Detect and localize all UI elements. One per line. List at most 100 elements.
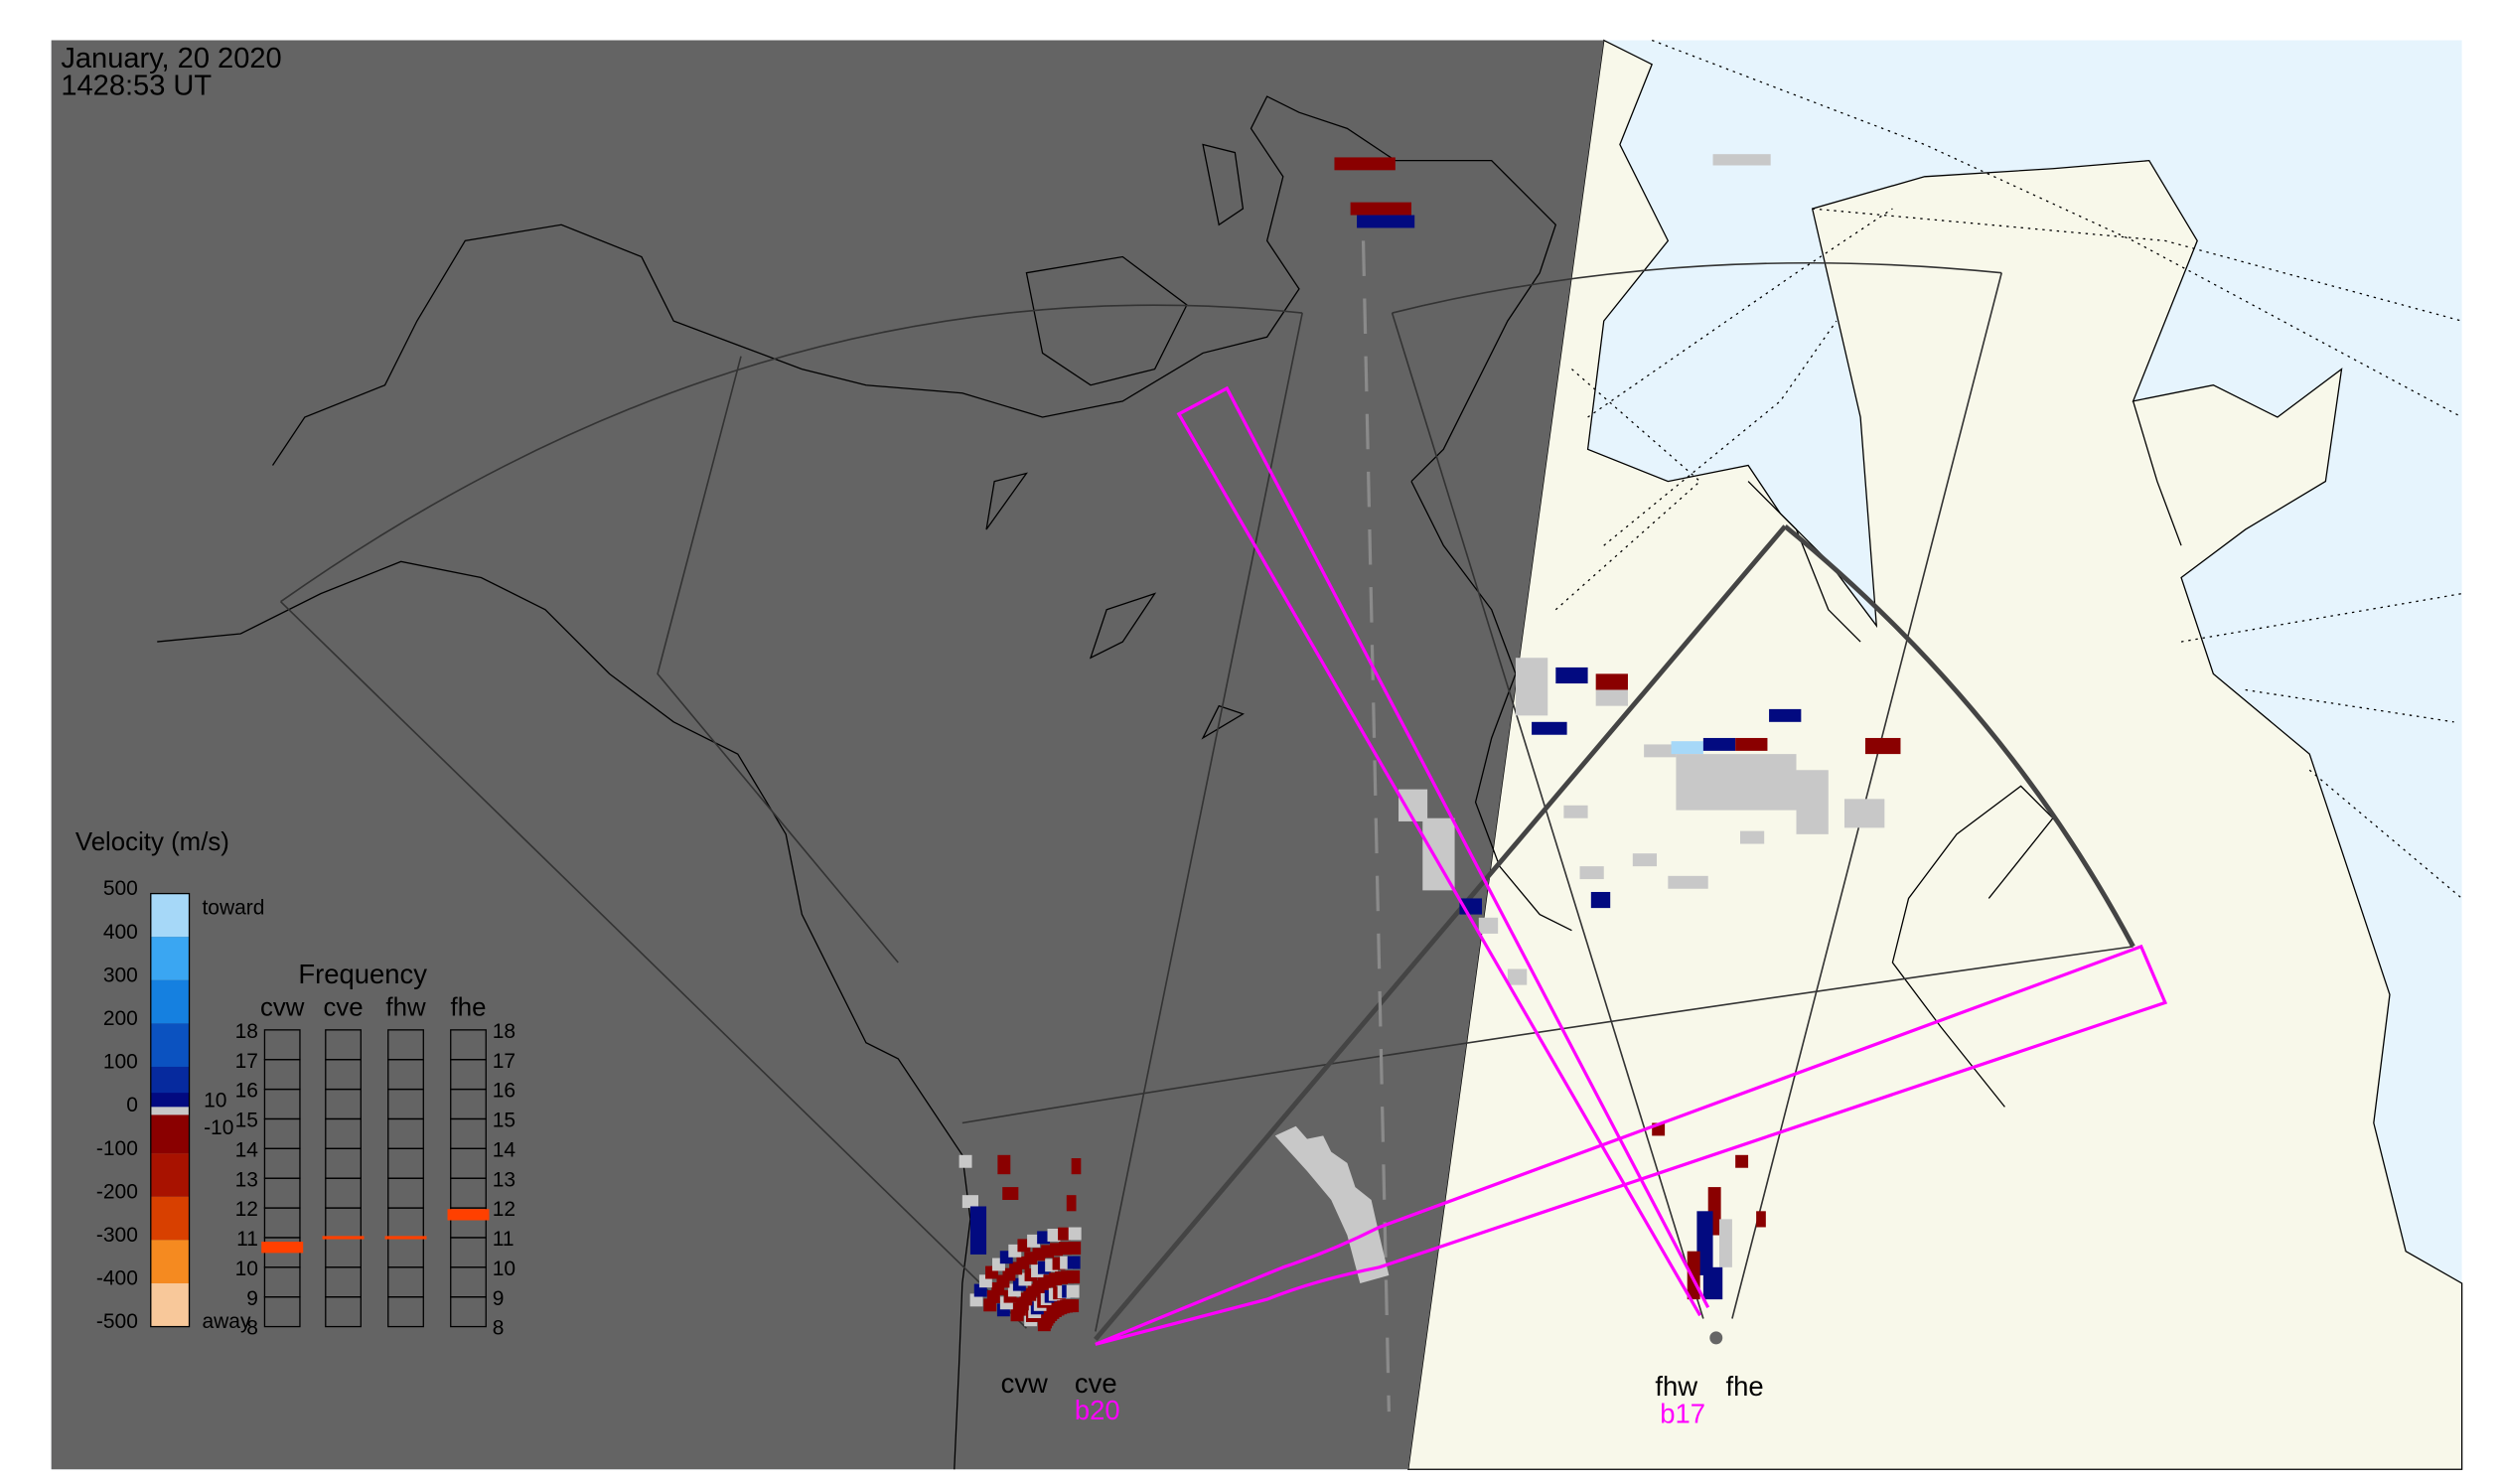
radar-cell [1037,1231,1051,1245]
frequency-tick-right: 18 [493,1020,515,1043]
radar-cell [1422,817,1455,891]
day-land [1407,39,2463,1470]
radar-cell [1478,917,1499,934]
velocity-tick-label: -100 [96,1137,138,1160]
radar-cell [1843,799,1885,828]
frequency-tick-left: 10 [235,1258,258,1280]
station-label-cvw: cvw [1001,1368,1048,1399]
radar-cell [958,1154,972,1168]
colorbar-segment [150,979,190,1024]
frequency-marker-fhe [447,1209,490,1221]
frequency-tick-left: 8 [246,1317,258,1340]
radar-cell [1350,202,1411,216]
radar-cell [1067,1256,1081,1269]
frequency-cell [325,1296,362,1328]
radar-cell [1002,1187,1019,1201]
coastline-night [157,95,1572,1470]
radar-cell [1595,673,1628,690]
lat-lon-grid [1554,39,2463,899]
colorbar-segment [150,1153,190,1197]
dashed-meridian [1361,240,1391,1412]
frequency-tick-right: 15 [493,1110,515,1132]
velocity-tick-label: -400 [96,1267,138,1290]
frequency-tick-left: 17 [235,1050,258,1073]
radar-cell [1071,1158,1082,1175]
radar-cell [969,1206,987,1255]
frequency-marker-cve [322,1236,365,1240]
radar-cell [1676,754,1797,811]
frequency-tick-left: 14 [235,1138,259,1161]
fov-cvw-cve [280,304,2134,1332]
radar-cell [1769,708,1802,722]
fov-highlight [1094,523,2135,1342]
radar-cell [1579,866,1604,880]
toward-label: toward [202,897,264,920]
radar-cell [1507,968,1528,985]
velocity-tick-label: 300 [103,964,138,986]
frequency-tick-left: 12 [235,1198,258,1221]
colorbar-segment [150,1110,190,1154]
colorbar-segment [150,1093,190,1111]
velocity-legend: Velocity (m/s) 5004003002001000-100-200-… [75,828,265,1333]
radar-cell [1864,737,1901,755]
velocity-tick-label: 500 [103,877,138,900]
radar-cell [1047,1229,1061,1242]
radar-cell [1735,1154,1749,1168]
radar-cell [1066,1195,1077,1212]
radar-cell [1739,830,1765,844]
velocity-tick-label: 0 [126,1094,138,1116]
colorbar-segment [150,1023,190,1067]
frequency-tick-left: 9 [246,1287,258,1310]
frequency-tick-right: 11 [493,1228,515,1251]
date-label: January, 20 2020 [61,43,281,74]
velocity-tick-label: 100 [103,1051,138,1074]
colorbar-segment [150,937,190,980]
frequency-tick-right: 17 [493,1050,515,1073]
radar-cell [1563,805,1588,818]
radar-cell [1687,1251,1700,1300]
radar-cell [1357,215,1415,228]
radar-cell [1066,1299,1080,1313]
station-label-fhe: fhe [1725,1371,1763,1402]
radar-cell [961,1195,978,1209]
frequency-tick-right: 12 [493,1198,515,1221]
frequency-cell [263,1296,301,1328]
colorbar-segment [150,1196,190,1241]
frequency-radar-label: fhe [451,993,487,1021]
frequency-radar-label: cvw [260,993,305,1021]
beam-label-b20: b20 [1075,1395,1120,1425]
radar-cell [969,1293,983,1307]
colorbar-segment [150,1240,190,1283]
frequency-tick-left: 16 [235,1080,258,1103]
beam-label-b17: b17 [1660,1398,1705,1428]
colorbar-segment [150,1282,190,1327]
radar-cell [1696,1211,1713,1275]
station-marker-fhs [1709,1331,1723,1345]
radar-cell [1555,667,1588,684]
radar-cell [1590,891,1611,909]
colorbar-ground-scatter [150,1107,190,1115]
station-label-cve: cve [1075,1368,1117,1399]
radar-cell [1515,658,1548,716]
beam-b20 [1095,944,2168,1346]
radar-cell [1632,853,1658,867]
radar-cell [1702,1266,1723,1300]
velocity-tick-label: 400 [103,921,138,944]
radar-cell [1068,1242,1082,1255]
frequency-tick-right: 16 [493,1080,515,1103]
frequency-radar-label: fhw [385,993,426,1021]
velocity-tick-label: -300 [96,1224,138,1247]
radar-cell [1671,741,1703,755]
frequency-tick-left: 11 [236,1228,258,1251]
frequency-marker-cvw [261,1242,304,1254]
scatter-band [1274,1125,1390,1283]
station-label-fhw: fhw [1655,1371,1697,1402]
radar-cell [1702,737,1736,751]
frequency-tick-left: 18 [235,1020,258,1043]
frequency-tick-right: 10 [493,1258,515,1280]
radar-cell [1066,1284,1080,1298]
radar-cell [1712,154,1771,166]
velocity-tick-label: 200 [103,1007,138,1030]
